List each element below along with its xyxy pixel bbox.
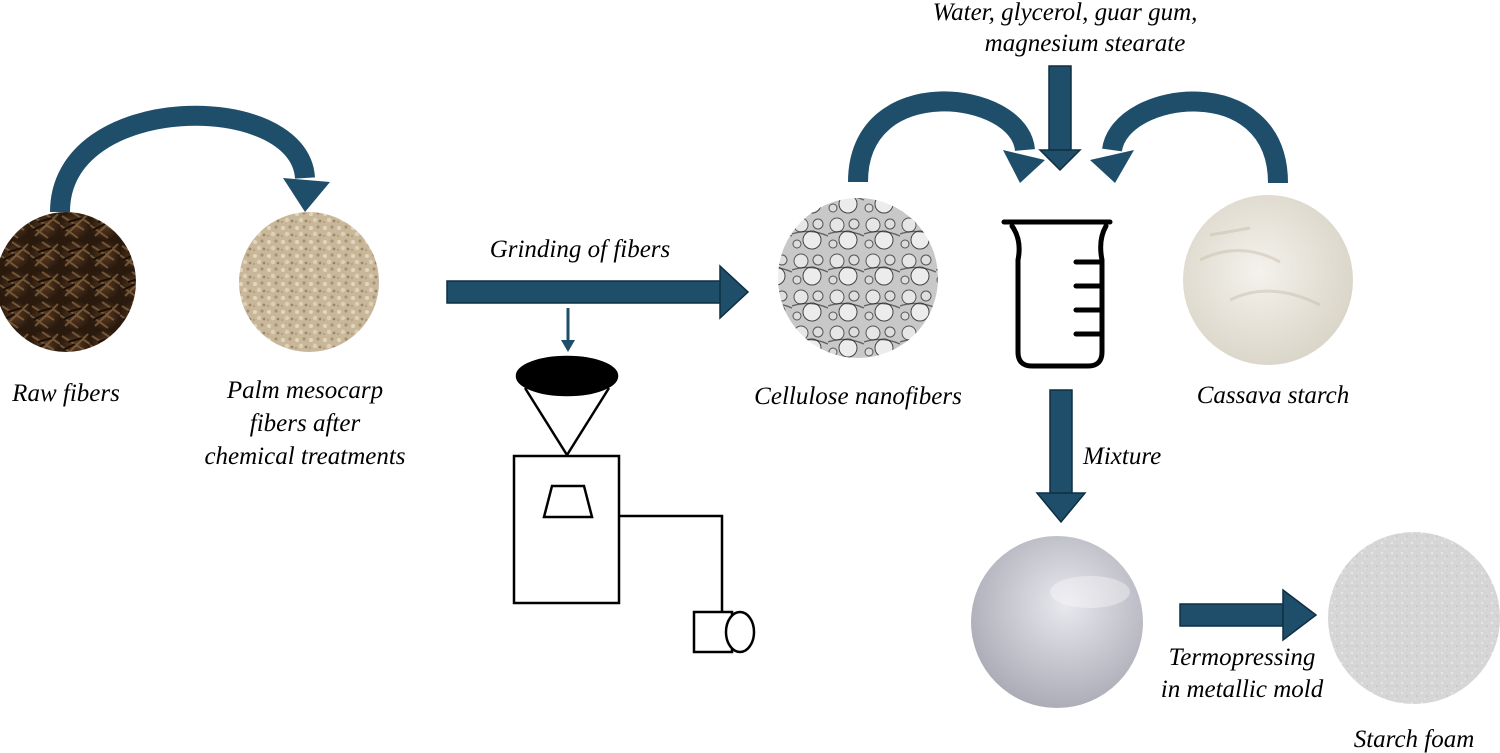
cassava-label: Cassava starch — [1197, 382, 1350, 409]
palm-fibers-label-line1: Palm mesocarp — [226, 377, 383, 404]
beaker-icon — [1001, 219, 1113, 369]
arrow-grinding — [446, 264, 750, 320]
additives-label-line1: Water, glycerol, guar gum, — [933, 0, 1198, 26]
starch-foam-photo — [1328, 532, 1500, 704]
cellulose-label: Cellulose nanofibers — [754, 383, 962, 410]
mixture-highlight — [1050, 576, 1130, 608]
palm-fibers-label-line2: fibers after — [250, 410, 361, 437]
palm-fibers-photo — [239, 212, 379, 352]
curved-arrow-cassava-to-beaker — [1090, 91, 1288, 184]
raw-fibers-label: Raw fibers — [11, 380, 120, 407]
termopressing-label-line1: Termopressing — [1169, 644, 1316, 671]
curved-arrow-raw-to-palm — [50, 105, 330, 213]
arrow-termopressing — [1179, 588, 1318, 642]
grinder-machine-icon — [512, 355, 756, 654]
cassava-texture — [1199, 226, 1321, 307]
mixture-label: Mixture — [1082, 443, 1161, 470]
palm-fibers-label-line3: chemical treatments — [204, 443, 405, 470]
mixture-photo — [971, 536, 1143, 708]
termopressing-label-line2: in metallic mold — [1161, 676, 1324, 703]
arrow-down-to-grinder — [561, 308, 575, 352]
cassava-starch-photo — [1183, 195, 1353, 365]
arrow-additives-down — [1038, 65, 1082, 172]
grinding-label: Grinding of fibers — [490, 236, 671, 263]
raw-fibers-photo — [0, 212, 136, 352]
arrow-mixture-down — [1035, 389, 1087, 524]
starch-foam-label: Starch foam — [1354, 726, 1475, 753]
cellulose-nanofibers-photo — [778, 198, 938, 358]
additives-label-line2: magnesium stearate — [985, 30, 1186, 57]
curved-arrow-cellulose-to-beaker — [848, 91, 1045, 183]
